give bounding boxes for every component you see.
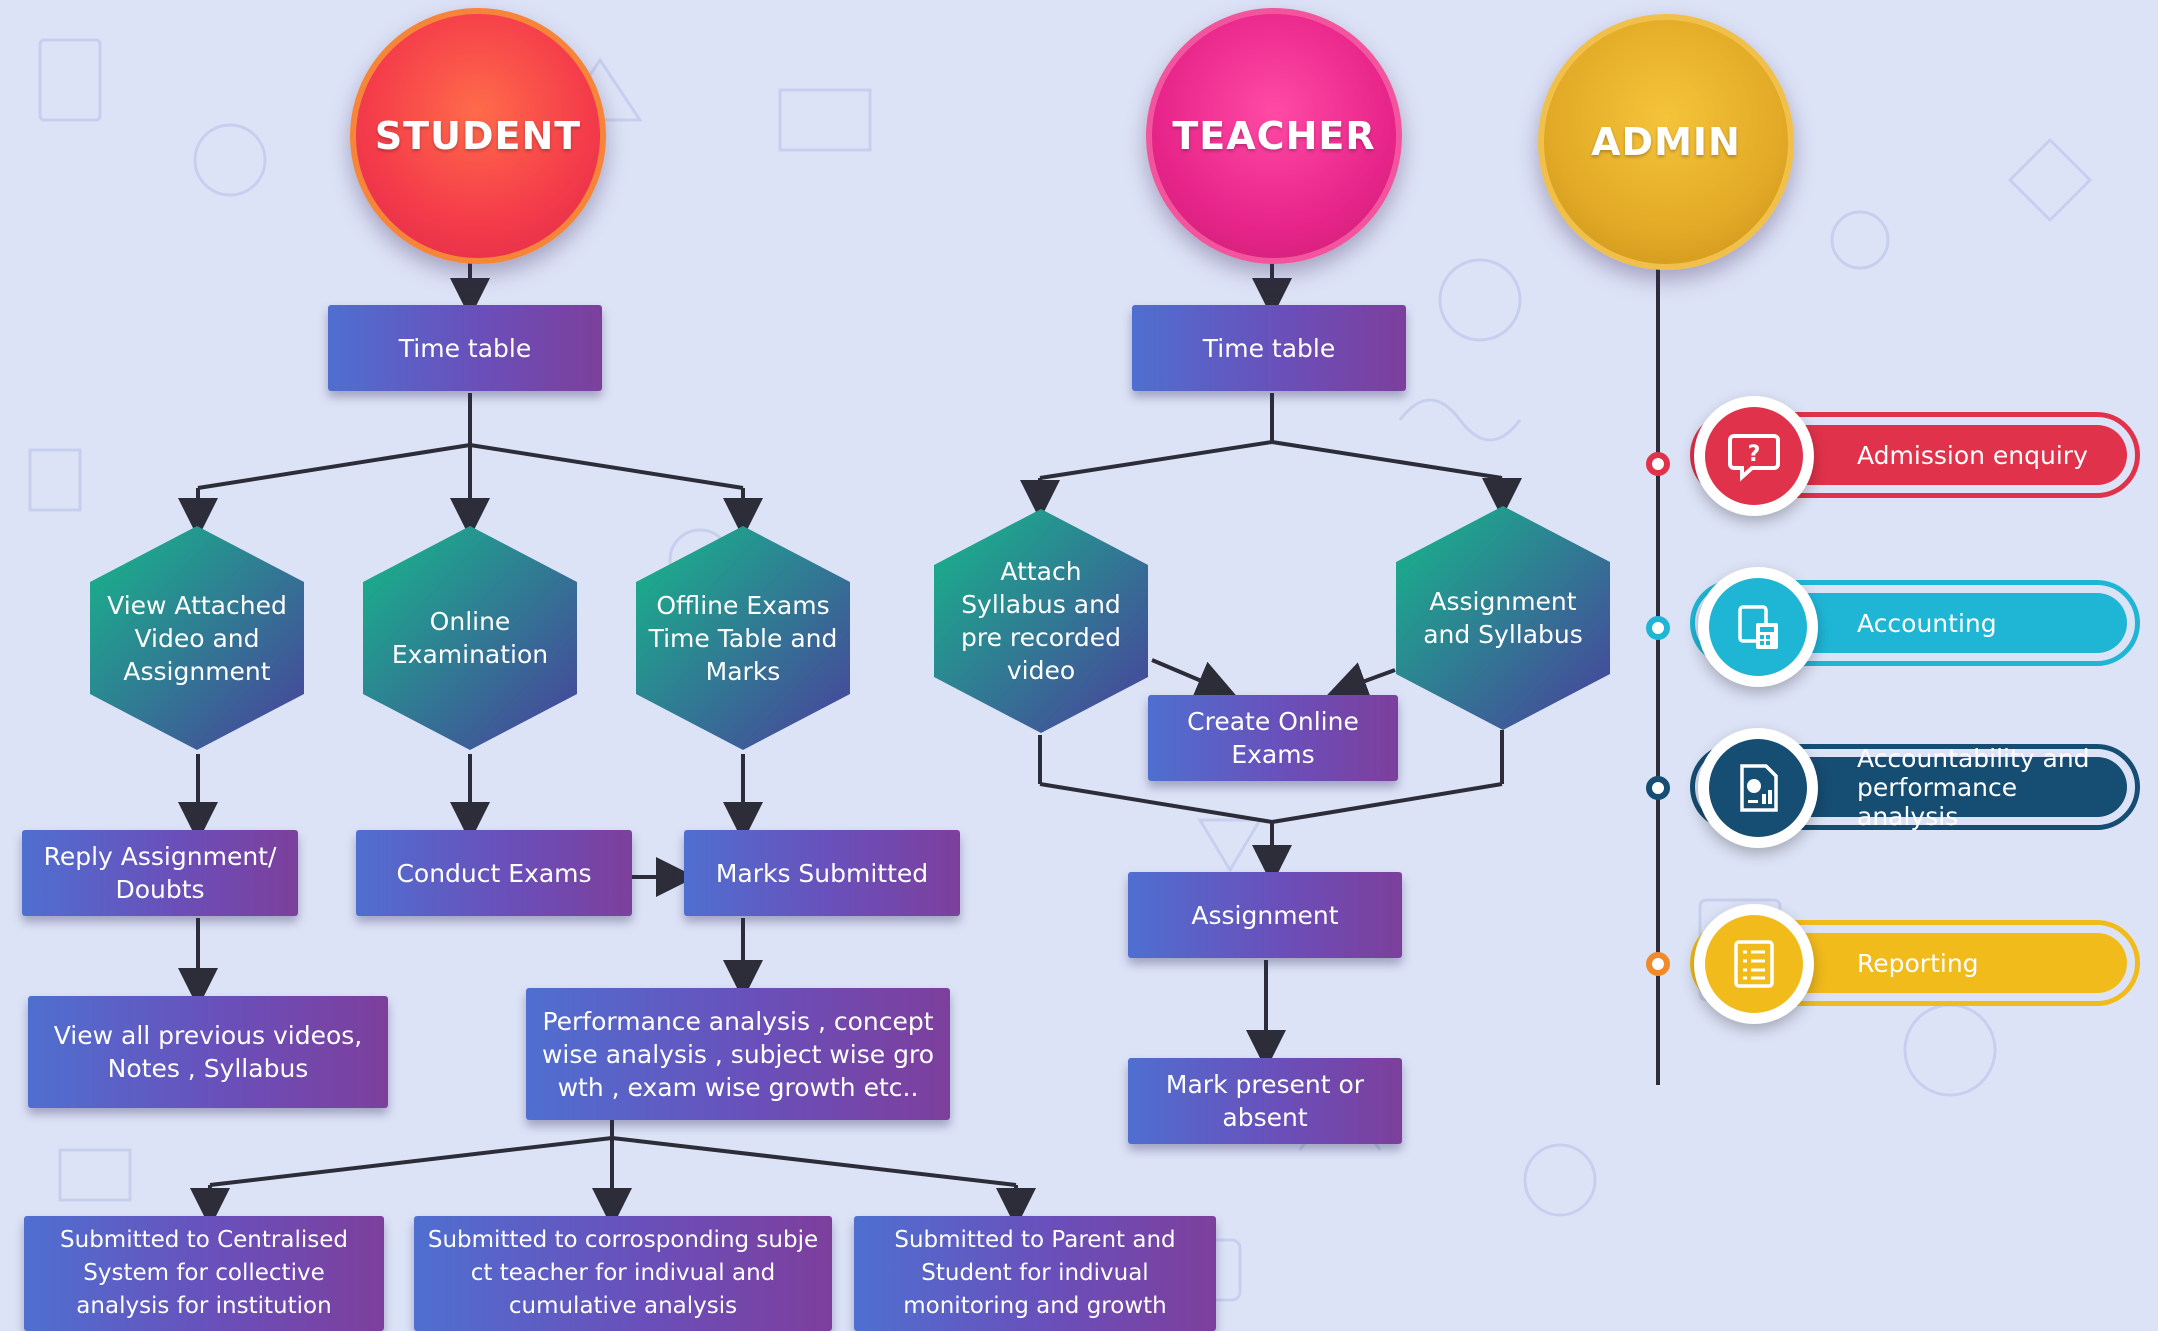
admin-timeline-dot <box>1646 452 1670 476</box>
admin-item-label: Accountability and performance analysis <box>1857 743 2090 831</box>
calculator-icon <box>1698 567 1818 687</box>
document-list-icon <box>1694 904 1814 1024</box>
teacher-role-label: TEACHER <box>1172 114 1376 158</box>
student-hex-offline-exam[interactable]: Offline Exams Time Table and Marks <box>630 522 856 754</box>
student-submitted-central-box[interactable]: Submitted to Centralised System for coll… <box>24 1216 384 1331</box>
student-view-all-box[interactable]: View all previous videos, Notes , Syllab… <box>28 996 388 1108</box>
hex-label: Online Examination <box>391 607 549 669</box>
student-timetable-box[interactable]: Time table <box>328 305 602 391</box>
student-performance-box[interactable]: Performance analysis , concept wise anal… <box>526 988 950 1120</box>
hexagon-shape <box>363 526 577 750</box>
student-hex-view-video[interactable]: View Attached Video and Assignment <box>84 522 310 754</box>
admin-role-label: ADMIN <box>1591 120 1741 164</box>
hex-label: View Attached Video and Assignment <box>107 590 287 686</box>
student-conduct-box[interactable]: Conduct Exams <box>356 830 632 916</box>
hex-label: Offline Exams Time Table and Marks <box>648 590 838 686</box>
teacher-timetable-box[interactable]: Time table <box>1132 305 1406 391</box>
teacher-create-exams-box[interactable]: Create Online Exams <box>1148 695 1398 781</box>
hexagon-shape <box>1396 506 1610 730</box>
teacher-hex-assignment-syllabus[interactable]: Assignment and Syllabus <box>1390 502 1616 734</box>
student-reply-box[interactable]: Reply Assignment/ Doubts <box>22 830 298 916</box>
svg-text:?: ? <box>1748 442 1761 467</box>
student-role-circle: STUDENT <box>350 8 606 264</box>
teacher-role-circle: TEACHER <box>1146 8 1402 264</box>
admin-role-circle: ADMIN <box>1538 14 1794 270</box>
student-submitted-teacher-box[interactable]: Submitted to corrosponding subje ct teac… <box>414 1216 832 1331</box>
admin-timeline-dot <box>1646 776 1670 800</box>
hexagon-shape <box>934 509 1148 733</box>
student-submitted-parent-box[interactable]: Submitted to Parent and Student for indi… <box>854 1216 1216 1331</box>
hex-label: Attach Syllabus and pre recorded video <box>960 557 1122 685</box>
student-hex-online-exam[interactable]: Online Examination <box>357 522 583 754</box>
admin-item-label: Admission enquiry <box>1857 440 2088 470</box>
teacher-mark-present-box[interactable]: Mark present or absent <box>1128 1058 1402 1144</box>
teacher-hex-attach-syllabus[interactable]: Attach Syllabus and pre recorded video <box>928 505 1154 737</box>
admin-timeline-dot <box>1646 616 1670 640</box>
question-bubble-icon: ? <box>1694 396 1814 516</box>
admin-item-label: Accounting <box>1857 608 1997 638</box>
admin-timeline-dot <box>1646 952 1670 976</box>
student-role-label: STUDENT <box>374 114 582 158</box>
hexagon-shape <box>636 526 850 750</box>
report-chart-icon <box>1698 728 1818 848</box>
hexagon-shape <box>90 526 304 750</box>
student-marks-box[interactable]: Marks Submitted <box>684 830 960 916</box>
hex-label: Assignment and Syllabus <box>1423 587 1583 649</box>
admin-item-label: Reporting <box>1857 948 1979 978</box>
teacher-assignment-box[interactable]: Assignment <box>1128 872 1402 958</box>
